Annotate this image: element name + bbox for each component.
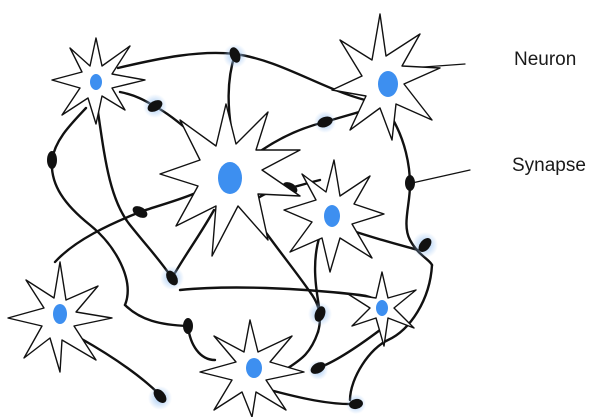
- neuron: [52, 38, 145, 124]
- synapse-terminal: [47, 151, 57, 169]
- neuron-label: Neuron: [514, 49, 576, 71]
- synapse-label: Synapse: [512, 155, 586, 177]
- synapse-leader-line: [412, 170, 470, 183]
- nucleus: [246, 358, 262, 378]
- axon-path: [188, 326, 215, 360]
- axon-path: [318, 330, 380, 368]
- synapse-terminal: [183, 318, 193, 334]
- axon-path: [350, 265, 432, 400]
- neuron: [348, 272, 416, 346]
- synapse-terminal: [131, 204, 150, 221]
- synapse-terminal: [405, 175, 415, 191]
- neuron: [332, 14, 440, 140]
- axon-path: [98, 112, 172, 278]
- nucleus: [378, 71, 398, 97]
- neuron: [160, 104, 300, 256]
- axon-path: [80, 338, 160, 395]
- nucleus: [324, 205, 340, 227]
- nucleus: [53, 304, 67, 324]
- neuron: [8, 262, 112, 372]
- axon-path: [55, 192, 198, 262]
- neurons: [8, 14, 440, 417]
- axon-path: [270, 390, 356, 404]
- nucleus: [90, 74, 102, 90]
- nucleus: [376, 300, 388, 316]
- nucleus: [218, 162, 242, 194]
- axon-path: [52, 108, 128, 305]
- neuron: [284, 160, 384, 272]
- neuron: [200, 320, 304, 417]
- axon-path: [125, 305, 188, 326]
